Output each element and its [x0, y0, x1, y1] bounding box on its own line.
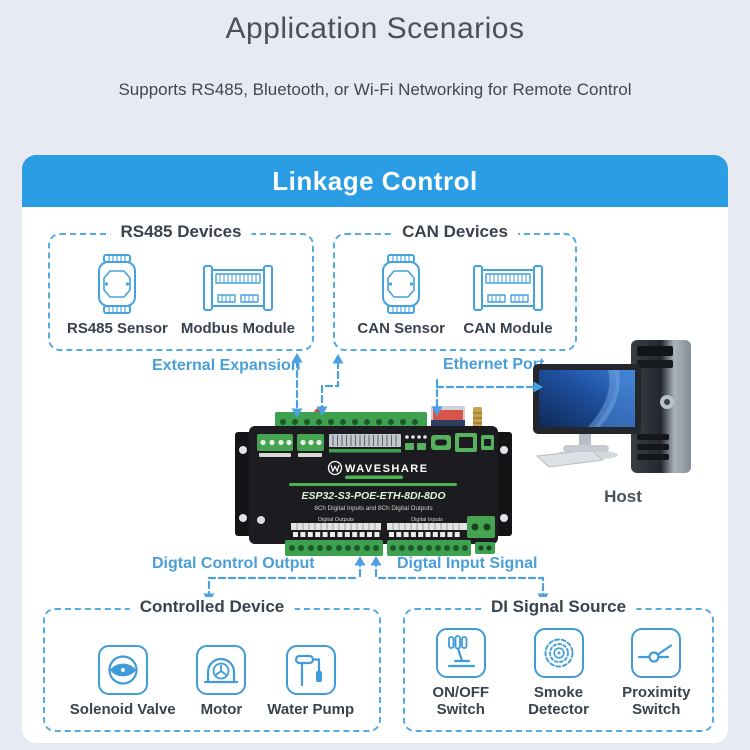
item-label: RS485 Sensor [66, 320, 168, 337]
modbus-module-item: Modbus Module [181, 262, 295, 337]
digital-input-signal-label: Digtal Input Signal [397, 555, 538, 572]
solenoid-valve-icon [97, 645, 148, 695]
can-sensor-item: CAN Sensor [357, 254, 445, 337]
board-inputs-label: Digital Inputs [411, 517, 443, 523]
rs485-sensor-item: RS485 Sensor [67, 254, 168, 337]
can-module-item: CAN Module [463, 262, 553, 337]
rs485-sensor-icon [94, 254, 140, 314]
board-description: 8Ch Digital Inputs and 8Ch Digital Outpu… [314, 505, 432, 512]
controlled-device-title: Controlled Device [129, 597, 295, 617]
water-pump-icon [285, 645, 336, 695]
digital-control-output-label: Digtal Control Output [152, 555, 315, 572]
card-header-title: Linkage Control [272, 165, 478, 196]
on-off-switch-item: ON/OFF Switch [415, 627, 507, 719]
card-header: Linkage Control [22, 155, 728, 207]
can-devices-box: CAN Devices CAN Sensor [333, 222, 577, 351]
can-sensor-icon [378, 254, 424, 314]
can-devices-title: CAN Devices [392, 222, 518, 242]
rs485-devices-title: RS485 Devices [110, 222, 252, 242]
can-module-icon [472, 262, 543, 314]
can-devices-items: CAN Sensor CAN Module [335, 235, 575, 349]
item-label: Motor [200, 701, 243, 718]
smoke-detector-icon [533, 627, 584, 678]
motor-icon [196, 645, 247, 695]
motor-item: Motor [196, 645, 247, 718]
solenoid-valve-item: Solenoid Valve [70, 645, 176, 718]
rs485-devices-box: RS485 Devices RS485 Sensor [48, 222, 314, 351]
di-signal-source-items: ON/OFF Switch Smoke Detector [405, 610, 712, 730]
host-label: Host [604, 487, 642, 506]
proximity-switch-item: Proximity Switch [610, 627, 702, 719]
di-signal-source-box: DI Signal Source ON/OFF Switch [403, 597, 714, 732]
esp32-board-image: WAVESHARE ESP32-S3-POE-ETH-8DI-8DO 8Ch D… [235, 406, 512, 556]
item-label: Modbus Module [180, 320, 296, 337]
water-pump-item: Water Pump [267, 645, 354, 718]
controlled-device-items: Solenoid Valve Motor [45, 610, 379, 730]
item-label: Solenoid Valve [69, 701, 176, 718]
controlled-device-box: Controlled Device Solenoid Valve [43, 597, 381, 732]
page-subtitle: Supports RS485, Bluetooth, or Wi-Fi Netw… [118, 80, 632, 99]
item-label: CAN Sensor [357, 320, 445, 337]
board-model: ESP32-S3-POE-ETH-8DI-8DO [301, 490, 445, 502]
item-label: Smoke Detector [528, 683, 589, 718]
on-off-switch-icon [435, 627, 486, 678]
smoke-detector-item: Smoke Detector [513, 627, 605, 719]
rs485-devices-items: RS485 Sensor Modbus M [50, 235, 312, 349]
external-expansion-label: External Expansion [152, 357, 301, 374]
ethernet-port-label: Ethernet Port [443, 356, 545, 373]
host-computer-image [533, 340, 691, 473]
di-signal-source-title: DI Signal Source [480, 597, 637, 617]
board-outputs-label: Digital Outputs [318, 517, 354, 523]
proximity-switch-icon [631, 627, 682, 678]
item-label: CAN Module [463, 320, 553, 337]
page-title: Application Scenarios [225, 12, 525, 45]
item-label: Proximity Switch [622, 683, 691, 718]
item-label: Water Pump [267, 701, 355, 718]
item-label: ON/OFF Switch [432, 683, 490, 718]
modbus-module-icon [202, 262, 273, 314]
board-brand: WAVESHARE [345, 463, 429, 475]
